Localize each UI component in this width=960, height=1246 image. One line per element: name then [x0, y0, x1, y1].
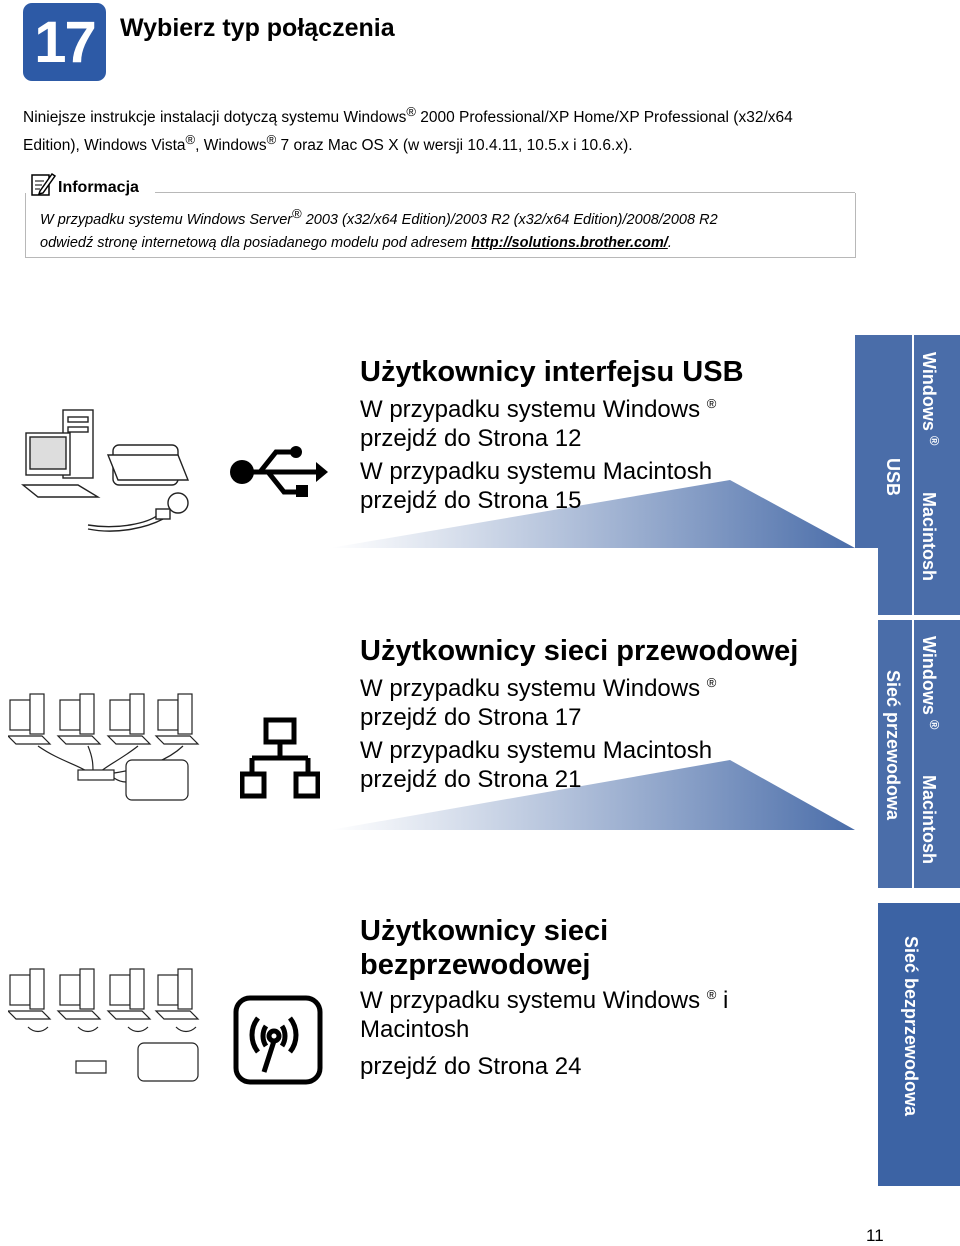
- wireless-section-text: Użytkownicy sieci bezprzewodowej W przyp…: [360, 914, 728, 1081]
- usb-section-title: Użytkownicy interfejsu USB: [360, 356, 744, 388]
- registered-mark: ®: [266, 131, 277, 147]
- tab-usb-mac-label[interactable]: Macintosh: [919, 492, 939, 582]
- wired-windows-line: W przypadku systemu Windows ®: [360, 675, 717, 702]
- note-pencil-icon: [31, 172, 56, 196]
- tab-usb[interactable]: [878, 335, 960, 615]
- usb-mac-page-link[interactable]: przejdź do Strona 15: [360, 487, 582, 514]
- usb-section-text: Użytkownicy interfejsu USB W przypadku s…: [360, 355, 744, 515]
- info-text-line: .: [667, 235, 672, 251]
- tab-usb-divider: [912, 335, 914, 615]
- info-box: [25, 193, 856, 258]
- intro-text: Edition), Windows Vista: [23, 137, 186, 154]
- wired-setup-illustration: [8, 693, 200, 801]
- wireless-setup-illustration: [8, 968, 200, 1082]
- intro-paragraph: Niniejsze instrukcje instalacji dotyczą …: [23, 104, 903, 160]
- wireless-section-title-2: bezprzewodowej: [360, 949, 591, 981]
- registered-mark: ®: [185, 131, 196, 147]
- info-label: Informacja: [58, 179, 139, 196]
- info-text: W przypadku systemu Windows Server® 2003…: [40, 206, 850, 255]
- wired-wedge-gradient: [330, 760, 855, 830]
- intro-text: 2000 Professional/XP Home/XP Professiona…: [415, 109, 793, 126]
- page-title: Wybierz typ połączenia: [120, 14, 395, 42]
- tab-wireless[interactable]: [878, 903, 960, 1186]
- registered-mark: ®: [406, 103, 416, 119]
- intro-text: 7 oraz Mac OS X (w wersji 10.4.11, 10.5.…: [276, 137, 633, 154]
- page-number: 11: [866, 1226, 884, 1245]
- usb-wedge-gradient: [330, 480, 855, 548]
- intro-text: Niniejsze instrukcje instalacji dotyczą …: [23, 109, 407, 126]
- registered-mark: ®: [292, 206, 302, 222]
- tab-usb-windows-label[interactable]: Windows ®: [919, 352, 942, 446]
- tab-wired-group-label: Sieć przewodowa: [883, 670, 903, 821]
- usb-windows-page-link[interactable]: przejdź do Strona 12: [360, 425, 582, 452]
- tab-wired-mac-label[interactable]: Macintosh: [919, 775, 939, 865]
- info-box-top-rule: [155, 192, 855, 193]
- tab-wired-windows-label[interactable]: Windows ®: [919, 636, 942, 730]
- info-text-line: W przypadku systemu Windows Server: [40, 212, 293, 228]
- intro-text: , Windows: [195, 137, 267, 154]
- info-text-line: odwiedź stronę internetową dla posiadane…: [40, 235, 472, 251]
- wired-windows-page-link[interactable]: przejdź do Strona 17: [360, 704, 582, 731]
- usb-setup-illustration: [21, 409, 190, 532]
- usb-mac-line: W przypadku systemu Macintosh: [360, 458, 713, 485]
- tab-wired[interactable]: [878, 620, 960, 888]
- wired-section-title: Użytkownicy sieci przewodowej: [360, 635, 799, 667]
- wireless-section-title-1: Użytkownicy sieci: [360, 915, 609, 947]
- wired-mac-page-link[interactable]: przejdź do Strona 21: [360, 766, 582, 793]
- tab-usb-group-label: USB: [883, 458, 903, 497]
- wireless-network-icon: [233, 995, 323, 1085]
- wireless-page-link[interactable]: przejdź do Strona 24: [360, 1053, 582, 1080]
- tab-wireless-group-label: Sieć bezprzewodowa: [901, 936, 921, 1117]
- wired-section-text: Użytkownicy sieci przewodowej W przypadk…: [360, 634, 798, 794]
- usb-section-wedge: [855, 335, 878, 548]
- wired-mac-line: W przypadku systemu Macintosh: [360, 737, 713, 764]
- solutions-link[interactable]: http://solutions.brother.com/: [471, 235, 668, 251]
- info-text-line: 2003 (x32/x64 Edition)/2003 R2 (x32/x64 …: [301, 212, 718, 228]
- usb-icon: [230, 446, 328, 497]
- wireless-line-2: Macintosh: [360, 1016, 470, 1043]
- wireless-line: W przypadku systemu Windows ® i: [360, 987, 729, 1014]
- wired-network-icon: [240, 717, 320, 799]
- tab-wired-divider: [912, 620, 914, 888]
- step-number-badge: 17: [23, 3, 106, 81]
- usb-windows-line: W przypadku systemu Windows ®: [360, 396, 717, 423]
